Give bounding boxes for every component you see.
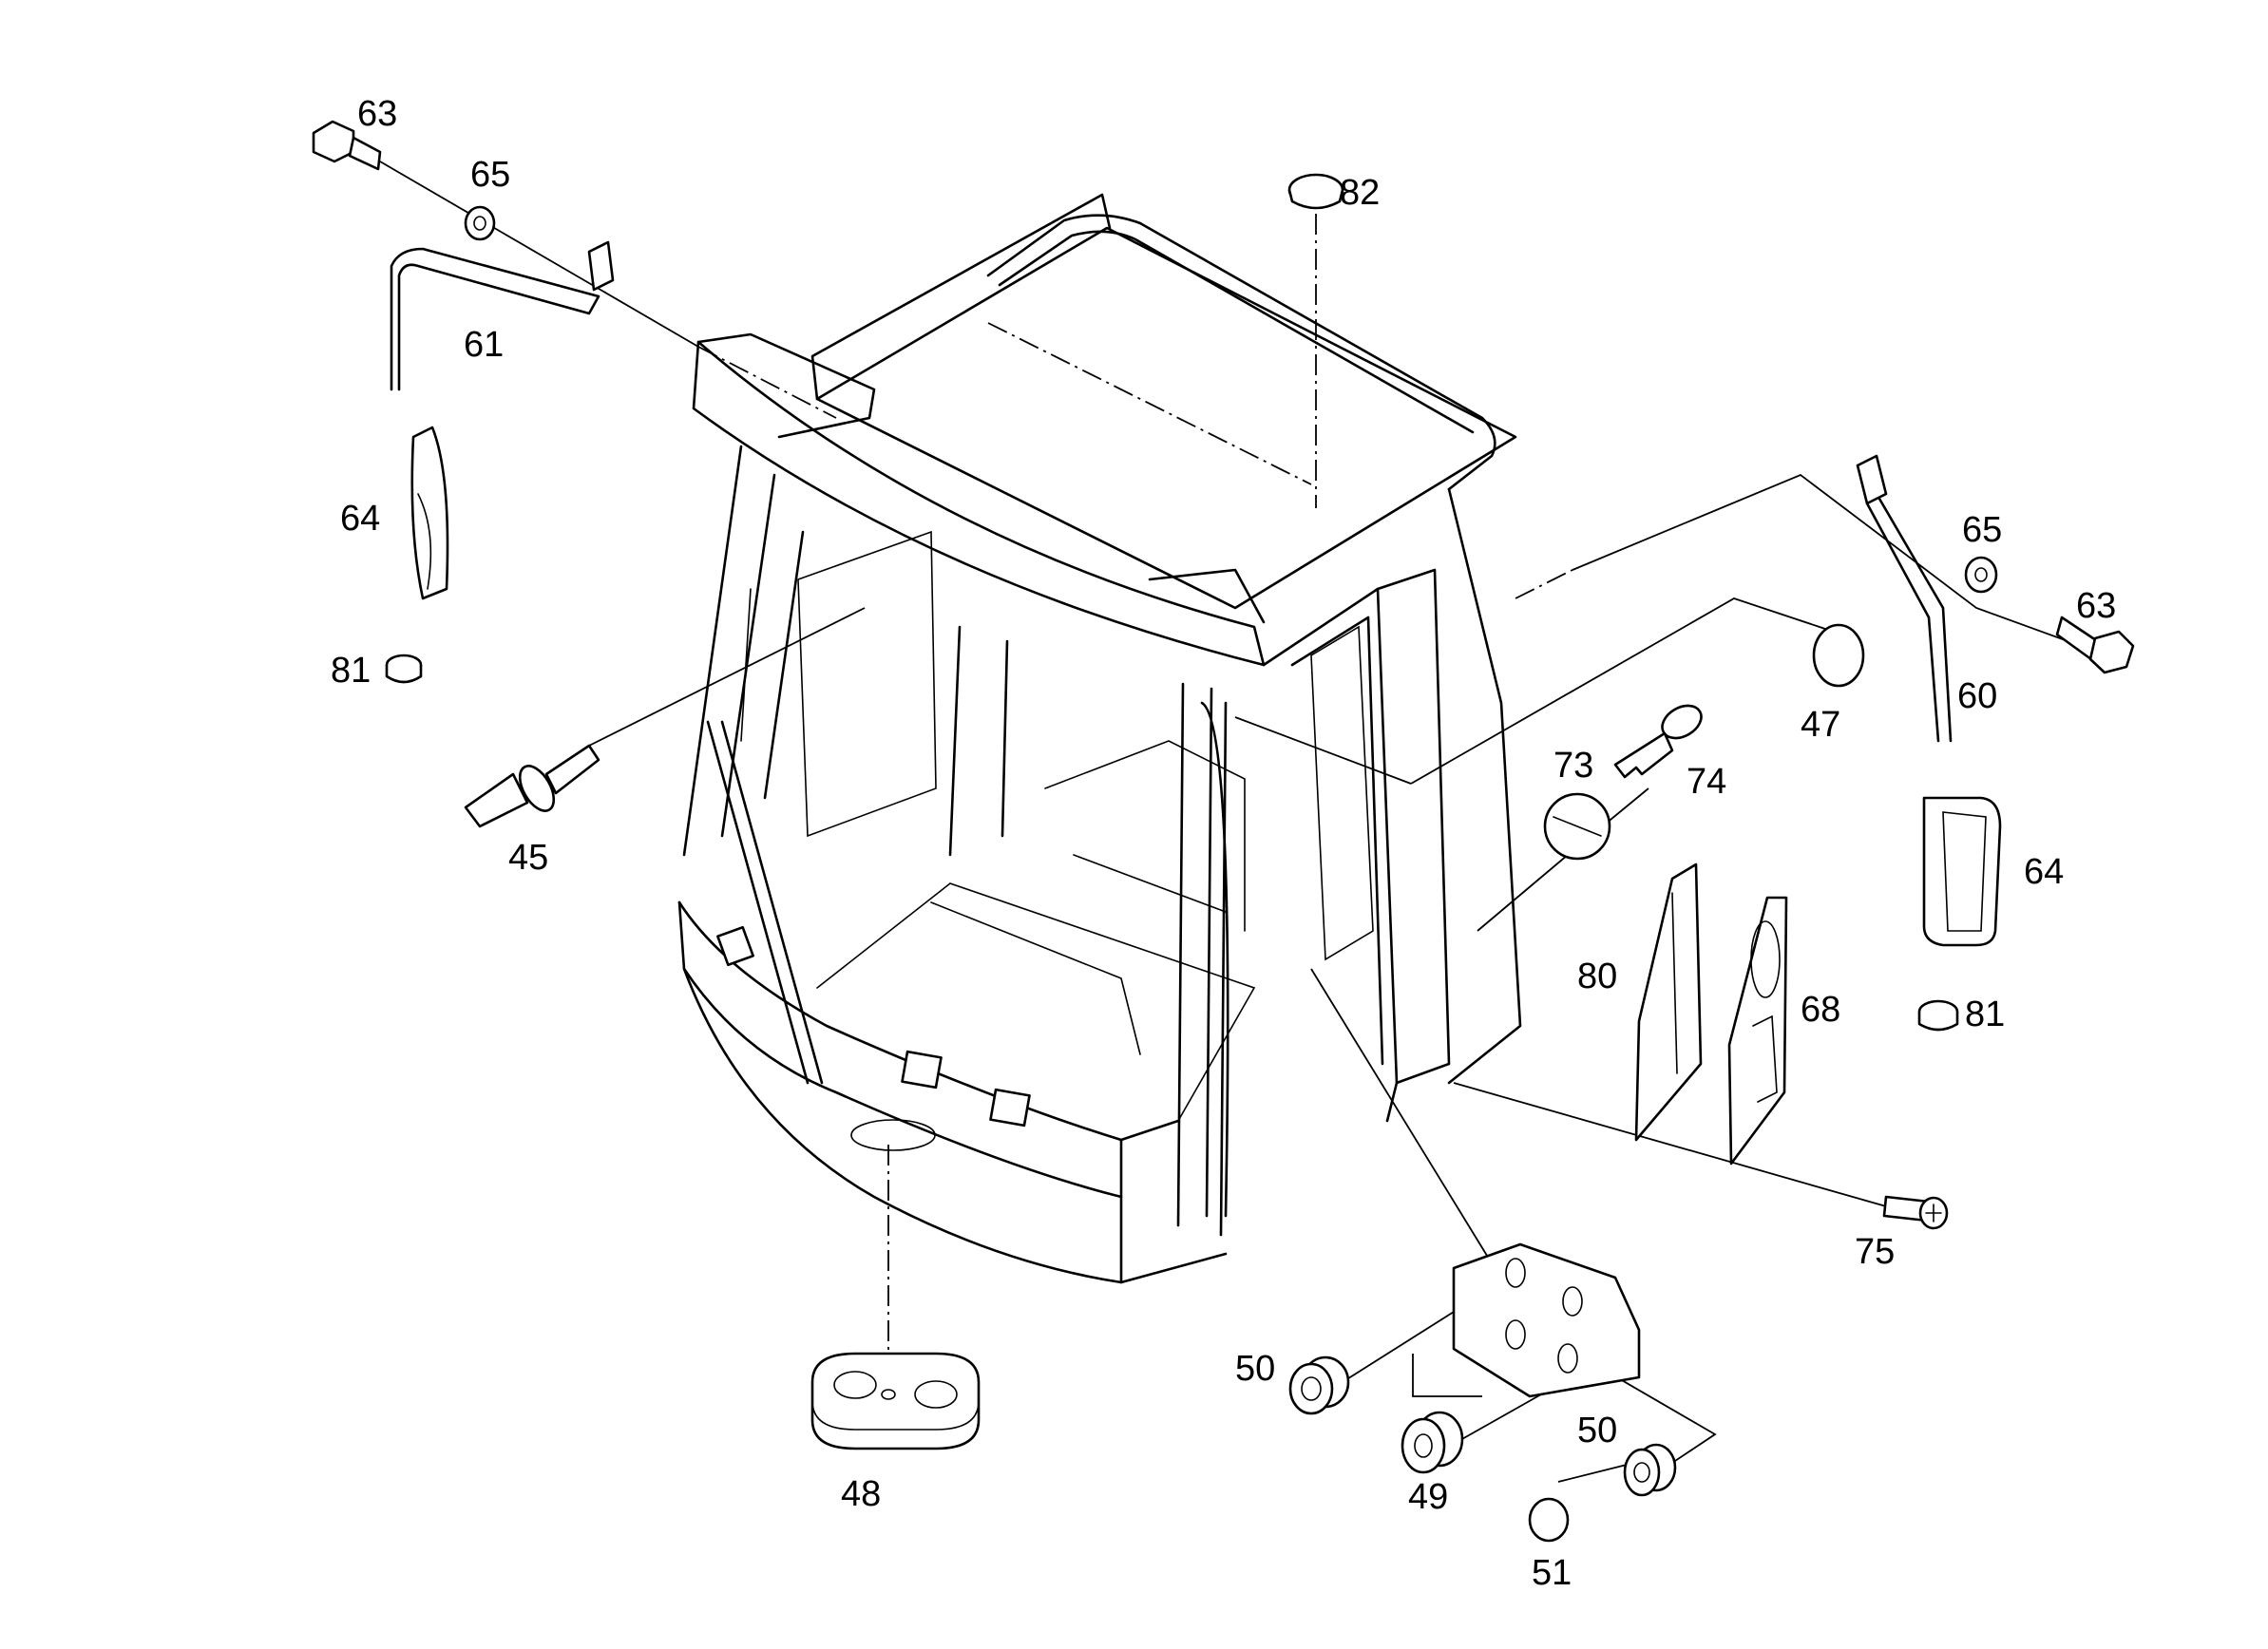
mirror-64-left <box>410 426 449 600</box>
label-50-right: 50 <box>1577 1411 1617 1450</box>
mirror-arm-60 <box>1856 454 1953 743</box>
bolt-63-left <box>312 120 382 171</box>
label-48: 48 <box>841 1474 881 1514</box>
label-49: 49 <box>1408 1477 1448 1517</box>
label-51: 51 <box>1532 1553 1572 1593</box>
cap-81-right <box>1917 999 1959 1032</box>
plug-51 <box>1528 1497 1570 1543</box>
lock-73 <box>1543 792 1611 861</box>
label-63-right: 63 <box>2076 586 2116 626</box>
screw-75 <box>1882 1195 1949 1230</box>
label-65-right: 65 <box>1962 510 2002 550</box>
label-50-left: 50 <box>1235 1349 1275 1389</box>
key-74 <box>1613 704 1703 779</box>
washer-65-right <box>1964 556 1998 594</box>
label-64-left: 64 <box>340 499 380 539</box>
lock-45 <box>464 744 600 828</box>
label-63-left: 63 <box>357 94 397 134</box>
bracket-plate <box>1452 1242 1641 1398</box>
bolt-63-right <box>2055 616 2135 674</box>
panel-80 <box>1634 862 1703 1142</box>
label-82: 82 <box>1340 173 1380 213</box>
panel-68 <box>1727 896 1788 1166</box>
label-80: 80 <box>1577 957 1617 996</box>
label-74: 74 <box>1687 762 1726 802</box>
label-60: 60 <box>1957 676 1997 716</box>
grommet-48 <box>810 1352 981 1450</box>
label-81-left: 81 <box>331 651 371 691</box>
grommet-49 <box>1401 1411 1464 1474</box>
cab-body <box>677 193 1522 1284</box>
cap-81-left <box>385 654 423 684</box>
grommet-50-left <box>1288 1355 1350 1415</box>
grommet-50-right <box>1623 1443 1677 1497</box>
label-47: 47 <box>1801 705 1840 745</box>
mirror-64-right <box>1922 796 2002 947</box>
label-65-left: 65 <box>470 155 510 195</box>
mirror-arm-61 <box>390 240 615 391</box>
callout-labels: 63 65 82 61 64 81 45 65 63 47 60 73 74 6… <box>331 94 2116 1593</box>
label-81-right: 81 <box>1965 995 2005 1034</box>
label-68: 68 <box>1801 990 1840 1030</box>
label-61: 61 <box>464 325 504 365</box>
label-73: 73 <box>1553 746 1593 786</box>
label-45: 45 <box>508 838 548 878</box>
washer-65-left <box>464 205 496 241</box>
leader-lines <box>379 161 2082 1483</box>
label-64-right: 64 <box>2024 852 2064 892</box>
plug-82 <box>1287 173 1344 210</box>
cap-47 <box>1812 623 1865 688</box>
label-75: 75 <box>1855 1232 1895 1272</box>
